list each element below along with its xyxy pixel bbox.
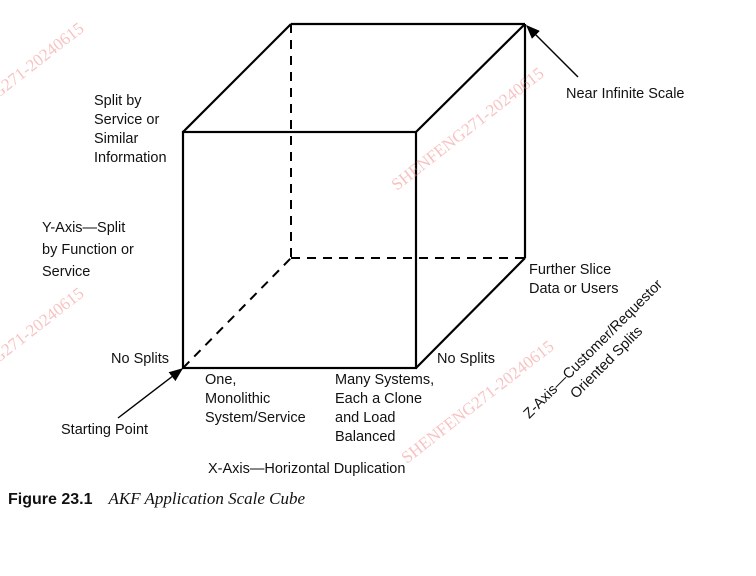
cube-edge xyxy=(182,23,292,133)
figure-caption: Figure 23.1 AKF Application Scale Cube xyxy=(8,489,305,509)
label-no-splits-right: No Splits xyxy=(437,351,496,367)
label-near-infinite-scale: Near Infinite Scale xyxy=(566,86,685,102)
cube-hidden-edge xyxy=(182,257,292,369)
label-further-slice: Further Slice Data or Users xyxy=(529,262,619,297)
label-starting-point: Starting Point xyxy=(61,422,149,438)
cube-edge xyxy=(415,23,526,133)
near-infinite-arrow xyxy=(526,25,579,78)
cube-front-face xyxy=(181,130,418,370)
label-many-systems: Many Systems, Each a Clone and Load Bala… xyxy=(335,372,435,445)
label-no-splits-left: No Splits xyxy=(111,351,170,367)
label-one-monolithic: One, Monolithic System/Service xyxy=(205,372,306,426)
label-split-by-service: Split by Service or Similar Information xyxy=(94,93,167,166)
figure-title: AKF Application Scale Cube xyxy=(108,489,306,508)
cube-edge xyxy=(415,257,526,369)
label-y-axis: Y-Axis—Split by Function or Service xyxy=(42,220,134,280)
starting-point-arrow xyxy=(117,368,184,419)
label-x-axis: X-Axis—Horizontal Duplication xyxy=(208,461,406,477)
figure-number: Figure 23.1 xyxy=(8,491,93,508)
